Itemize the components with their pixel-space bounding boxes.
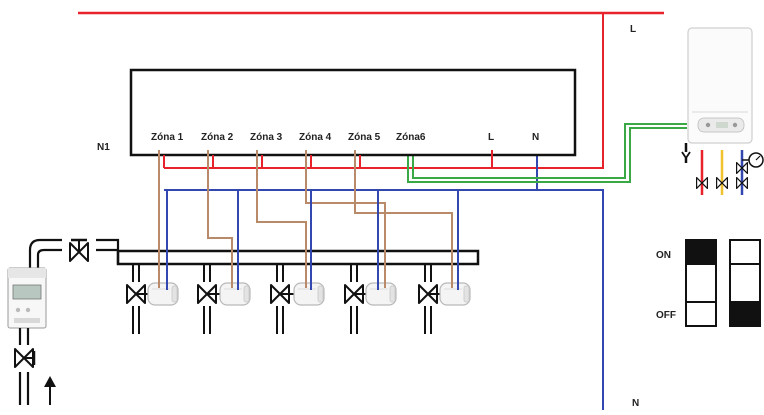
terminal-zone-6: Zóna6 bbox=[396, 132, 426, 143]
terminal-n: N bbox=[532, 132, 539, 143]
phase-stubs bbox=[163, 150, 493, 168]
zone-outlet bbox=[344, 264, 397, 334]
heat-meter-icon bbox=[7, 267, 47, 329]
supply-neutral-label: N bbox=[632, 398, 639, 409]
switch-off-label: OFF bbox=[656, 310, 676, 321]
zone-outlet bbox=[126, 264, 179, 334]
zone-wires bbox=[158, 150, 453, 288]
controller-label: N1 bbox=[97, 142, 110, 153]
flow-arrow-icon bbox=[44, 376, 56, 405]
ball-valve-icon bbox=[14, 348, 36, 368]
distribution-manifold bbox=[116, 249, 480, 266]
thermal-actuator-icon bbox=[293, 282, 325, 306]
signal-wire-1 bbox=[407, 127, 687, 183]
signal-wire-2 bbox=[412, 123, 687, 179]
pressure-gauge-icon bbox=[742, 152, 764, 168]
supply-pipe bbox=[28, 238, 120, 268]
switch-on-label: ON bbox=[656, 250, 671, 261]
boiler-connections bbox=[681, 143, 744, 195]
neutral-wire bbox=[536, 150, 604, 410]
zone-outlet bbox=[197, 264, 251, 334]
thermal-actuator-icon bbox=[439, 282, 471, 306]
terminal-l: L bbox=[488, 132, 494, 143]
terminal-zone-1: Zóna 1 bbox=[151, 132, 184, 143]
main-valve bbox=[69, 238, 89, 262]
supply-line-label: L bbox=[630, 24, 636, 35]
boiler-icon bbox=[687, 27, 753, 144]
thermal-actuator-icon bbox=[147, 282, 179, 306]
thermal-actuator-icon bbox=[365, 282, 397, 306]
zone-outlet bbox=[418, 264, 471, 334]
terminal-zone-2: Zóna 2 bbox=[201, 132, 234, 143]
actuator-neutral-wires bbox=[166, 190, 459, 290]
zone-outlet bbox=[270, 264, 325, 334]
zone-outlets bbox=[126, 264, 471, 334]
dip-switch-icon bbox=[685, 239, 761, 327]
terminal-zone-4: Zóna 4 bbox=[299, 132, 332, 143]
thermal-actuator-icon bbox=[219, 282, 251, 306]
terminal-labels: Zóna 1 Zóna 2 Zóna 3 Zóna 4 Zóna 5 Zóna6… bbox=[151, 132, 539, 143]
terminal-zone-5: Zóna 5 bbox=[348, 132, 381, 143]
terminal-zone-3: Zóna 3 bbox=[250, 132, 283, 143]
return-pipe bbox=[18, 328, 30, 405]
zone-controller-box bbox=[129, 68, 577, 157]
